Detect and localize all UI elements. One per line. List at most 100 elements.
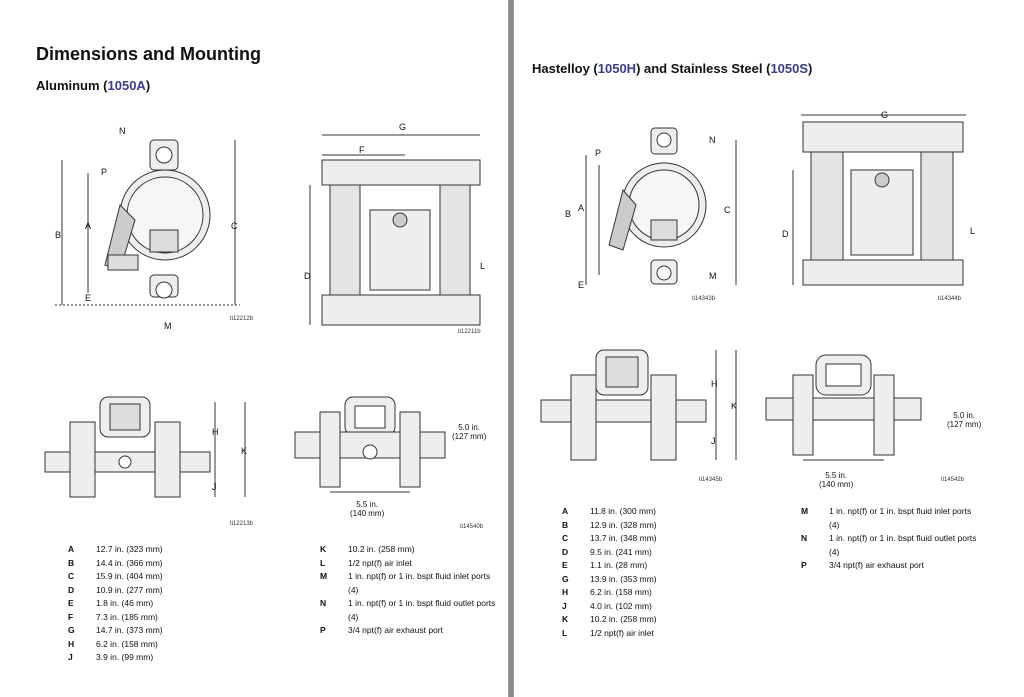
front-view-drawing	[585, 127, 737, 285]
legend-value: 9.5 in. (241 mm)	[590, 546, 652, 557]
legend-key: A	[68, 544, 75, 554]
legend-value: 1/2 npt(f) air inlet	[348, 557, 412, 568]
legend-key: L	[320, 557, 326, 568]
legend-row: L 1/2 npt(f) air inlet	[562, 627, 740, 641]
figure-id: ti14540b	[460, 524, 484, 530]
legend-row: F 7.3 in. (185 mm)	[68, 611, 246, 625]
legend-row: M 1 in. npt(f) or 1 in. bspt fluid inlet …	[320, 570, 498, 597]
legend-value: 13.9 in. (353 mm)	[590, 573, 657, 584]
label-h: H	[711, 379, 718, 389]
legend-key: E	[68, 598, 74, 608]
legend-value: 6.2 in. (158 mm)	[96, 638, 158, 649]
label-j: J	[212, 482, 217, 492]
legend-value: 14.4 in. (366 mm)	[96, 557, 163, 568]
legend-key: K	[562, 614, 569, 624]
figure-id: ti14344b	[938, 296, 962, 302]
legend-value: 1.1 in. (28 mm)	[590, 560, 648, 570]
figure-id: ti14542b	[941, 477, 965, 483]
legend-key: E	[562, 560, 568, 570]
legend-value: 1 in. npt(f) or 1 in. bspt fluid inlet p…	[348, 571, 491, 595]
label-p: P	[101, 167, 108, 177]
left-page: Dimensions and Mounting Aluminum (1050A)…	[0, 0, 509, 697]
dimension-vertical: 5.0 in.(127 mm)	[452, 423, 487, 441]
legend-key: D	[68, 584, 75, 595]
mounting-view-drawing	[765, 354, 922, 461]
legend-value: 10.9 in. (277 mm)	[96, 584, 163, 595]
legend-value: 11.8 in. (300 mm)	[590, 506, 656, 516]
legend-key: C	[562, 533, 569, 543]
legend-key: M	[801, 506, 809, 516]
legend-key: P	[320, 625, 326, 635]
legend-row: H 6.2 in. (158 mm)	[562, 586, 740, 600]
legend-row: P 3/4 npt(f) air exhaust port	[320, 624, 498, 638]
legend-row: H 6.2 in. (158 mm)	[68, 638, 246, 652]
figure-id: ti12213b	[230, 521, 254, 527]
legend-key: F	[68, 611, 74, 622]
legend-row: N 1 in. npt(f) or 1 in. bspt fluid outlet…	[320, 597, 498, 624]
label-e: E	[85, 293, 92, 303]
legend-value: 12.9 in. (328 mm)	[590, 519, 657, 530]
figure-id: ti12212b	[230, 316, 254, 322]
label-d: D	[782, 229, 789, 239]
legend-key: H	[68, 638, 75, 649]
side-view-drawing	[792, 114, 966, 286]
legend-value: 14.7 in. (373 mm)	[96, 625, 163, 635]
figure-id: ti14343b	[692, 296, 716, 302]
legend-key: C	[68, 571, 75, 581]
label-n: N	[119, 126, 126, 136]
legend-key: J	[68, 652, 73, 662]
front-view-drawing	[55, 139, 240, 306]
legend-key: J	[562, 600, 567, 611]
dimension-horizontal: 5.5 in.(140 mm)	[350, 500, 385, 518]
legend-value: 1/2 npt(f) air inlet	[590, 627, 654, 638]
label-j: J	[711, 436, 716, 446]
dimension-vertical: 5.0 in.(127 mm)	[947, 411, 982, 429]
legend-key: B	[562, 519, 569, 530]
legend-row: D 9.5 in. (241 mm)	[562, 546, 740, 560]
legend-value: 3.9 in. (99 mm)	[96, 652, 154, 662]
legend-value: 1 in. npt(f) or 1 in. bspt fluid outlet …	[348, 598, 496, 622]
legend-row: C 13.7 in. (348 mm)	[562, 532, 740, 546]
legend-key: N	[320, 598, 327, 608]
legend-value: 13.7 in. (348 mm)	[590, 533, 657, 543]
label-c: C	[231, 221, 238, 231]
legend-key: M	[320, 571, 328, 581]
legend-row: J 3.9 in. (99 mm)	[68, 651, 246, 665]
legend-row: K 10.2 in. (258 mm)	[562, 613, 740, 627]
label-k: K	[241, 446, 248, 456]
legend-value: 7.3 in. (185 mm)	[96, 611, 158, 622]
legend-value: 15.9 in. (404 mm)	[96, 571, 163, 581]
right-page: Hastelloy (1050H) and Stainless Steel (1…	[513, 0, 1024, 697]
label-a: A	[578, 203, 585, 213]
legend-value: 1.8 in. (46 mm)	[96, 598, 154, 608]
page-title: Dimensions and Mounting	[36, 44, 261, 64]
label-m: M	[164, 321, 172, 331]
legend-value: 6.2 in. (158 mm)	[590, 587, 652, 597]
legend-key: H	[562, 587, 569, 597]
label-l: L	[480, 261, 486, 271]
label-c: C	[724, 205, 731, 215]
label-n: N	[709, 135, 716, 145]
dimension-horizontal: 5.5 in.(140 mm)	[819, 471, 854, 489]
legend-value: 3/4 npt(f) air exhaust port	[348, 625, 443, 635]
figure-id: ti14345b	[699, 477, 723, 483]
legend-value: 10.2 in. (258 mm)	[590, 614, 657, 624]
legend-key: B	[68, 557, 75, 568]
label-p: P	[595, 148, 602, 158]
legend-key: L	[562, 627, 568, 638]
legend-row: C 15.9 in. (404 mm)	[68, 570, 246, 584]
legend-row: D 10.9 in. (277 mm)	[68, 584, 246, 598]
legend-key: G	[562, 573, 569, 584]
label-m: M	[709, 271, 717, 281]
legend-key: P	[801, 560, 807, 570]
legend-key: D	[562, 546, 569, 557]
